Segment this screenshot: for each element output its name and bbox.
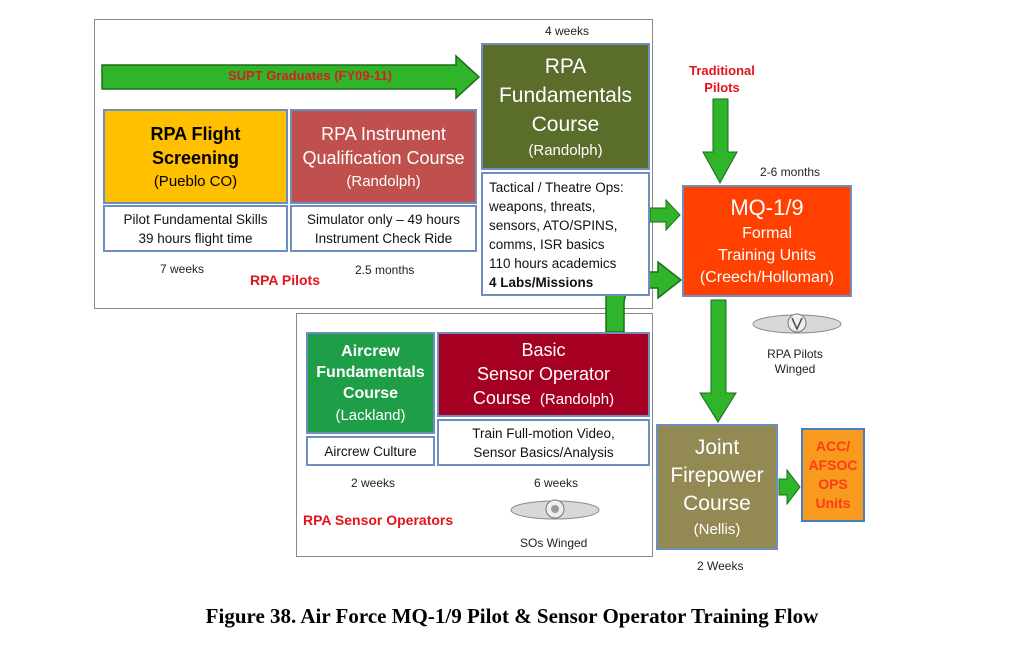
figure-caption: Figure 38. Air Force MQ-1/9 Pilot & Sens… (205, 604, 819, 628)
fundamentals-to-mq19-arrow (649, 198, 681, 232)
sensor-operator-wings-icon (510, 499, 600, 520)
aircrew-details: Aircrew Culture (306, 436, 435, 466)
acc-afsoc-units-box: ACC/ AFSOC OPS Units (801, 428, 865, 522)
rpa-fundamentals-line2: Fundamentals (498, 84, 633, 107)
supt-arrow-label: SUPT Graduates (FY09-11) (228, 68, 392, 83)
rpa-instrument-box: RPA Instrument Qualification Course (Ran… (290, 109, 477, 204)
supt-arrow (101, 54, 481, 100)
traditional-pilots-arrow (702, 98, 738, 185)
mq19-to-joint-arrow (699, 299, 737, 423)
mq19-line1: Formal (742, 225, 792, 242)
flight-screening-location: (Pueblo CO) (153, 172, 238, 190)
rpa-sensor-operators-label: RPA Sensor Operators (303, 512, 454, 528)
mq19-line3: (Creech/Holloman) (699, 269, 835, 286)
rpa-flight-screening-box: RPA Flight Screening (Pueblo CO) (103, 109, 288, 204)
aircrew-location: (Lackland) (335, 406, 406, 424)
sensor-details: Train Full-motion Video, Sensor Basics/A… (437, 419, 650, 466)
rpa-fundamentals-line3: Course (531, 113, 600, 136)
aircrew-line2: Fundamentals (316, 363, 425, 381)
acc-line3: OPS (818, 476, 848, 492)
rpa-fundamentals-line1: RPA (544, 55, 587, 78)
acc-line4: Units (815, 495, 851, 511)
detail-line: 110 hours academics (489, 256, 617, 271)
acc-line2: AFSOC (808, 457, 858, 473)
detail-line: Instrument Check Ride (314, 230, 453, 246)
mq19-box: MQ-1/9 Formal Training Units (Creech/Hol… (682, 185, 852, 297)
joint-to-acc-arrow (778, 468, 801, 506)
detail-line: comms, ISR basics (489, 237, 605, 252)
detail-line: weapons, threats, (489, 199, 596, 214)
rpa-fundamentals-details: Tactical / Theatre Ops: weapons, threats… (481, 172, 650, 296)
detail-line: sensors, ATO/SPINS, (489, 218, 618, 233)
flight-screening-duration: 7 weeks (160, 262, 205, 276)
joint-duration: 2 Weeks (697, 559, 744, 573)
traditional-line2: Pilots (704, 80, 740, 95)
detail-line: Aircrew Culture (324, 443, 417, 459)
sensor-line3: Course (Randolph) (473, 386, 614, 412)
mq19-title: MQ-1/9 (730, 195, 804, 220)
acc-line1: ACC/ (815, 438, 851, 454)
traditional-pilots-label: Traditional Pilots (672, 62, 772, 96)
mq19-duration: 2-6 months (760, 165, 821, 179)
sensor-duration: 6 weeks (534, 476, 579, 490)
sensor-line1: Basic (521, 339, 566, 360)
detail-line: Tactical / Theatre Ops: (489, 180, 624, 195)
basic-sensor-box: Basic Sensor Operator Course (Randolph) (437, 332, 650, 417)
flight-screening-line2: Screening (151, 147, 240, 168)
rpa-fundamentals-box: RPA Fundamentals Course (Randolph) (481, 43, 650, 170)
detail-line: Pilot Fundamental Skills (123, 211, 268, 227)
instrument-line2: Qualification Course (302, 147, 465, 168)
flight-screening-details: Pilot Fundamental Skills 39 hours flight… (103, 205, 288, 252)
joint-line1: Joint (694, 436, 740, 459)
joint-firepower-box: Joint Firepower Course (Nellis) (656, 424, 778, 550)
winged-line2: Winged (774, 362, 816, 376)
sensor-course: Course (472, 387, 531, 408)
aircrew-fundamentals-box: Aircrew Fundamentals Course (Lackland) (306, 332, 435, 434)
winged-line1: RPA Pilots (767, 347, 823, 361)
aircrew-duration: 2 weeks (351, 476, 396, 490)
aircrew-line3: Course (342, 384, 399, 402)
rpa-fundamentals-location: (Randolph) (528, 142, 603, 159)
instrument-location: (Randolph) (346, 172, 421, 190)
traditional-line1: Traditional (689, 63, 755, 78)
flight-screening-line1: RPA Flight (150, 123, 241, 144)
sos-winged-label: SOs Winged (520, 536, 588, 550)
detail-line: Sensor Basics/Analysis (473, 444, 614, 460)
joint-line3: Course (683, 492, 751, 515)
sensor-location: (Randolph) (539, 390, 615, 408)
detail-line: 4 Labs/Missions (489, 275, 594, 290)
instrument-duration: 2.5 months (355, 263, 415, 277)
detail-line: 39 hours flight time (138, 230, 253, 246)
joint-line2: Firepower (670, 464, 764, 487)
instrument-details: Simulator only – 49 hours Instrument Che… (290, 205, 477, 252)
sensor-line2: Sensor Operator (476, 363, 611, 384)
joint-location: (Nellis) (693, 521, 741, 538)
rpa-fundamentals-duration: 4 weeks (545, 24, 590, 38)
detail-line: Simulator only – 49 hours (306, 211, 461, 227)
rpa-pilot-wings-icon (752, 313, 842, 334)
aircrew-line1: Aircrew (341, 342, 400, 360)
rpa-pilots-label: RPA Pilots (250, 272, 321, 288)
rpa-pilots-winged-label: RPA Pilots Winged (745, 347, 845, 377)
detail-line: Train Full-motion Video, (472, 425, 615, 441)
instrument-line1: RPA Instrument (321, 123, 446, 144)
mq19-line2: Training Units (717, 247, 817, 264)
